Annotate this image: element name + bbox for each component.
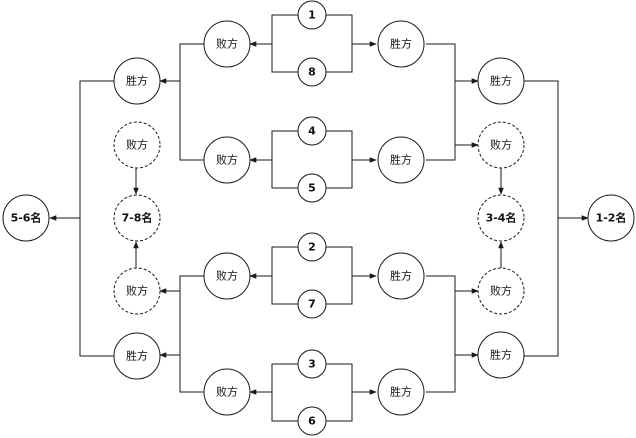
consolation-winner-label-top: 胜方 [126,74,148,88]
r1-loser-label-d: 败方 [216,385,238,399]
consolation-winner-node-bottom: 胜方 [113,332,161,380]
consolation-loser-label-bottom: 败方 [126,284,148,298]
semi-loser-node-bottom: 败方 [477,267,525,315]
seed-5-node: 5 [297,173,327,203]
r1-loser-label-b: 败方 [216,153,238,167]
edge-m45-bracket-right [326,130,353,189]
place-1-2-node: 1-2名 [587,194,635,242]
semi-winner-node-top: 胜方 [477,57,525,105]
seed-2-label: 2 [308,241,316,254]
edge-left-top-bracket [179,43,204,161]
edge-right-final-bracket [524,80,559,357]
r1-winner-label-c: 胜方 [390,269,412,283]
semi-loser-node-top: 败方 [477,121,525,169]
seed-4-label: 4 [308,125,316,138]
semi-loser-label-bottom: 败方 [490,284,512,298]
edge-m27-bracket-left [271,246,298,305]
r1-loser-node-a: 败方 [203,20,251,68]
edge-right-top-bracket [426,43,456,161]
edge-seed1-bracket-left [271,14,298,73]
r1-winner-node-b: 胜方 [377,136,425,184]
seed-6-label: 6 [308,415,316,428]
r1-winner-label-b: 胜方 [390,153,412,167]
seed-3-label: 3 [308,358,316,371]
seed-2-node: 2 [297,232,327,262]
consolation-loser-node-bottom: 败方 [113,267,161,315]
consolation-winner-label-bottom: 胜方 [126,349,148,363]
seed-7-node: 7 [297,289,327,319]
edge-left-final-bracket [79,80,114,357]
edge-left-bottom-bracket [179,275,204,393]
r1-loser-node-d: 败方 [203,368,251,416]
consolation-loser-node-top: 败方 [113,121,161,169]
semi-loser-label-top: 败方 [490,138,512,152]
r1-winner-node-d: 胜方 [377,368,425,416]
place-3-4-node: 3-4名 [477,194,525,242]
r1-winner-node-a: 胜方 [377,20,425,68]
seed-7-label: 7 [308,298,316,311]
semi-winner-node-bottom: 胜方 [477,331,525,379]
edge-right-bottom-bracket [426,275,456,393]
place-3-4-label: 3-4名 [486,211,517,225]
seed-1-node: 1 [297,0,327,30]
r1-loser-label-a: 败方 [216,37,238,51]
edge-m36-bracket-left [271,363,298,422]
place-7-8-node: 7-8名 [113,194,161,242]
edge-m36-bracket-right [326,363,353,422]
r1-loser-node-c: 败方 [203,252,251,300]
semi-winner-label-top: 胜方 [490,74,512,88]
place-1-2-label: 1-2名 [596,211,627,225]
edge-m45-bracket-left [271,130,298,189]
connectors [49,14,589,422]
seed-8-label: 8 [308,66,316,79]
place-7-8-label: 7-8名 [122,211,153,225]
edge-seed1-bracket [326,14,353,73]
consolation-loser-label-top: 败方 [126,138,148,152]
seed-3-node: 3 [297,349,327,379]
semi-winner-label-bottom: 胜方 [490,348,512,362]
seed-4-node: 4 [297,116,327,146]
r1-loser-label-c: 败方 [216,269,238,283]
r1-loser-node-b: 败方 [203,136,251,184]
r1-winner-label-a: 胜方 [390,37,412,51]
r1-winner-node-c: 胜方 [377,252,425,300]
edge-m27-bracket-right [326,246,353,305]
seed-5-label: 5 [308,182,316,195]
r1-winner-label-d: 胜方 [390,385,412,399]
place-5-6-label: 5-6名 [11,211,42,225]
seed-6-node: 6 [297,406,327,436]
seed-1-label: 1 [308,9,316,22]
place-5-6-node: 5-6名 [2,194,50,242]
consolation-winner-node-top: 胜方 [113,57,161,105]
seed-8-node: 8 [297,57,327,87]
